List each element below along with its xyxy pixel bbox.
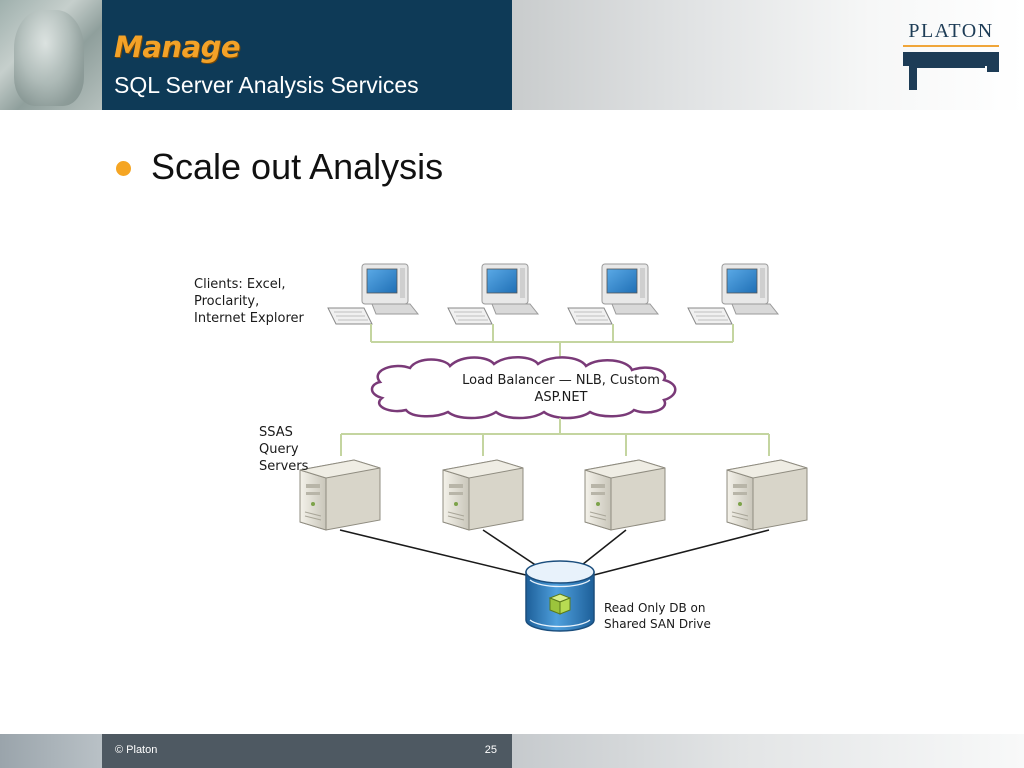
slide-title: Manage — [114, 30, 241, 64]
ssas-label-line-3: Servers — [259, 459, 309, 474]
scale-out-diagram: Clients: Excel, Proclarity, Internet Exp… — [170, 250, 830, 650]
header-statue-image — [0, 0, 102, 110]
load-balancer-label-line-2: ASP.NET — [534, 390, 588, 405]
clients-label: Clients: Excel, Proclarity, Internet Exp… — [194, 276, 304, 327]
footer-left-band — [0, 734, 102, 768]
ssas-label-line-2: Query — [259, 442, 299, 457]
footer-gradient — [512, 734, 1024, 768]
logo-rule — [903, 45, 999, 47]
statue-graphic — [14, 10, 84, 106]
db-label-line-1: Read Only DB on — [604, 601, 706, 615]
ssas-servers-label: SSAS Query Servers — [259, 424, 308, 475]
db-label-line-2: Shared SAN Drive — [604, 617, 711, 631]
page-number: 25 — [484, 744, 497, 756]
client-computer-2 — [447, 263, 539, 325]
ssas-server-4 — [726, 459, 808, 531]
logo-shield-icon — [903, 52, 999, 90]
bullet-dot — [116, 161, 131, 176]
logo-text: PLATON — [908, 20, 994, 42]
load-balancer-cloud — [370, 356, 677, 420]
server-connector-lines — [340, 418, 770, 456]
client-computer-3 — [567, 263, 659, 325]
clients-label-line-2: Proclarity, — [194, 294, 260, 309]
ssas-label-line-1: SSAS — [259, 425, 293, 440]
client-computer-4 — [687, 263, 779, 325]
bullet-scale-out: Scale out Analysis — [151, 146, 444, 187]
load-balancer-label-line-1: Load Balancer — NLB, Custom — [462, 373, 660, 388]
ssas-server-2 — [442, 459, 524, 531]
load-balancer-label: Load Balancer — NLB, Custom ASP.NET — [446, 372, 676, 406]
db-cube-icon — [548, 593, 572, 615]
client-connector-lines — [370, 324, 734, 366]
platon-logo: PLATON — [903, 18, 999, 90]
ssas-server-1 — [299, 459, 381, 531]
clients-label-line-3: Internet Explorer — [194, 311, 304, 326]
client-computer-1 — [327, 263, 419, 325]
db-label: Read Only DB on Shared SAN Drive — [604, 600, 711, 632]
slide-subtitle: SQL Server Analysis Services — [114, 72, 419, 98]
ssas-server-3 — [584, 459, 666, 531]
footer-band — [102, 734, 512, 768]
header-band — [102, 0, 512, 110]
clients-label-line-1: Clients: Excel, — [194, 277, 286, 292]
footer-copyright: © Platon — [115, 744, 158, 756]
diagram-graphic — [299, 263, 808, 632]
